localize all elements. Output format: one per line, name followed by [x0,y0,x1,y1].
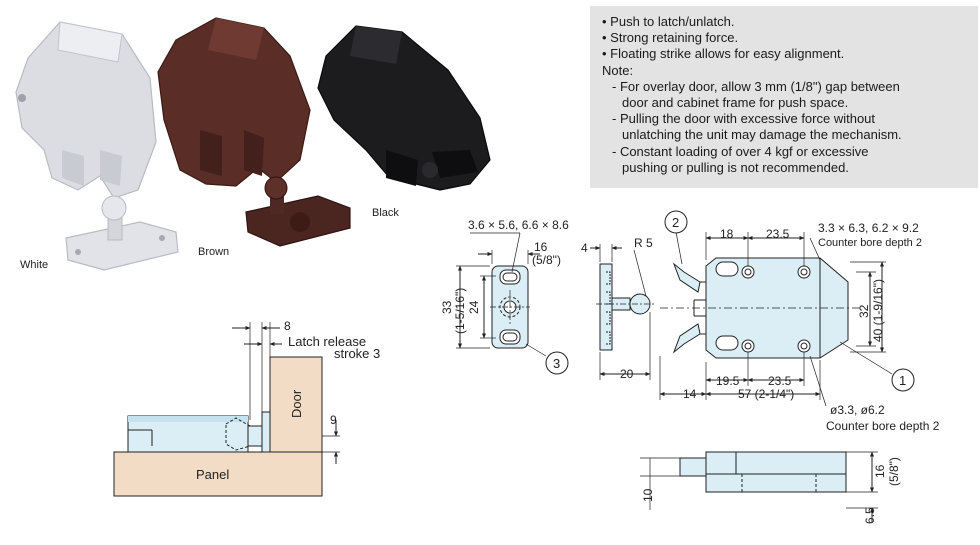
plan-bore-top-depth: Counter bore depth 2 [818,237,922,249]
panel-label: Panel [196,467,229,482]
brown-strike-ball [264,176,288,200]
plan-dim-14: 14 [683,387,697,401]
front-dim-33-in: (1-5/16") [453,288,467,334]
dim-8: 8 [284,319,291,333]
note-push-latch: • Push to latch/unlatch. [602,14,735,29]
note-floating-strike: • Floating strike allows for easy alignm… [602,46,845,62]
notes-panel: • Push to latch/unlatch. • Strong retain… [590,6,978,188]
strike-plate-side [261,411,271,453]
white-strike-ball [101,195,127,221]
plan-dim-57: 57 (2-1/4") [738,387,794,401]
door-label: Door [289,389,304,418]
label-white: White [20,259,48,271]
product-brown [157,17,351,247]
plan-bore-bottom-depth: Counter bore depth 2 [826,419,940,433]
elev-dim-16: 16 [873,464,887,478]
latch-jaw-lower [672,323,701,354]
plan-dim-40: 40 (1-9/16") [871,279,885,342]
side-radius: R 5 [634,236,653,250]
side-dim-4: 4 [581,241,588,255]
plan-dim-23-5-top: 23.5 [766,227,790,241]
product-black [317,25,491,191]
side-dim-20: 20 [620,367,634,381]
plan-dim-19-5: 19.5 [716,374,740,388]
white-latch-body [15,21,157,199]
plan-dim-32: 32 [857,304,871,318]
installation-drawing [113,322,340,497]
stroke-label: stroke 3 [334,346,380,361]
note-constant-loading: - Constant loading of over 4 kgf or exce… [612,143,869,175]
plan-bore-bottom: ø3.3, ø6.2 [830,403,885,417]
note-overlay-door: - For overlay door, allow 3 mm (1/8") ga… [612,78,900,111]
elev-dim-10: 10 [641,488,655,502]
front-dim-33: 33 [440,300,454,314]
front-dim-24: 24 [467,300,481,314]
plan-view [659,210,915,407]
black-latch-body [317,25,491,191]
plan-bore-top: 3.3 × 6.3, 6.2 × 9.2 [818,221,919,235]
side-view [590,244,656,380]
dim-9: 9 [330,413,337,427]
front-view [456,232,569,375]
label-black: Black [372,207,399,219]
callout-2-circle [664,210,688,234]
brown-latch-body [157,17,311,187]
label-brown: Brown [198,246,229,258]
elev-dim-6-5: 6.5 [863,507,877,524]
elev-dim-16-in: (5/8") [887,457,901,486]
note-heading: Note: [602,62,634,78]
latch-jaw-upper [672,262,701,293]
callout-1-circle [891,368,915,392]
note-retaining-force: • Strong retaining force. [602,30,739,46]
note-pulling-door: - Pulling the door with excessive force … [612,111,902,143]
callout-3-label: 3 [553,356,560,371]
product-white [15,21,179,271]
front-dim-16-in: (5/8") [532,253,561,267]
plan-dim-23-5-bottom: 23.5 [768,374,792,388]
elevation-view [640,451,878,522]
front-top-dims: 3.6 × 5.6, 6.6 × 8.6 [468,218,569,232]
front-dim-16: 16 [534,240,548,254]
latch-release-label: Latch release [288,334,366,349]
latch-elevation-body [705,451,847,493]
plan-dim-18: 18 [720,227,734,241]
callout-2-label: 2 [672,215,679,230]
callout-3-circle [545,351,569,375]
door [269,356,323,453]
white-strike-plate [65,221,179,271]
callout-1-label: 1 [899,373,906,388]
